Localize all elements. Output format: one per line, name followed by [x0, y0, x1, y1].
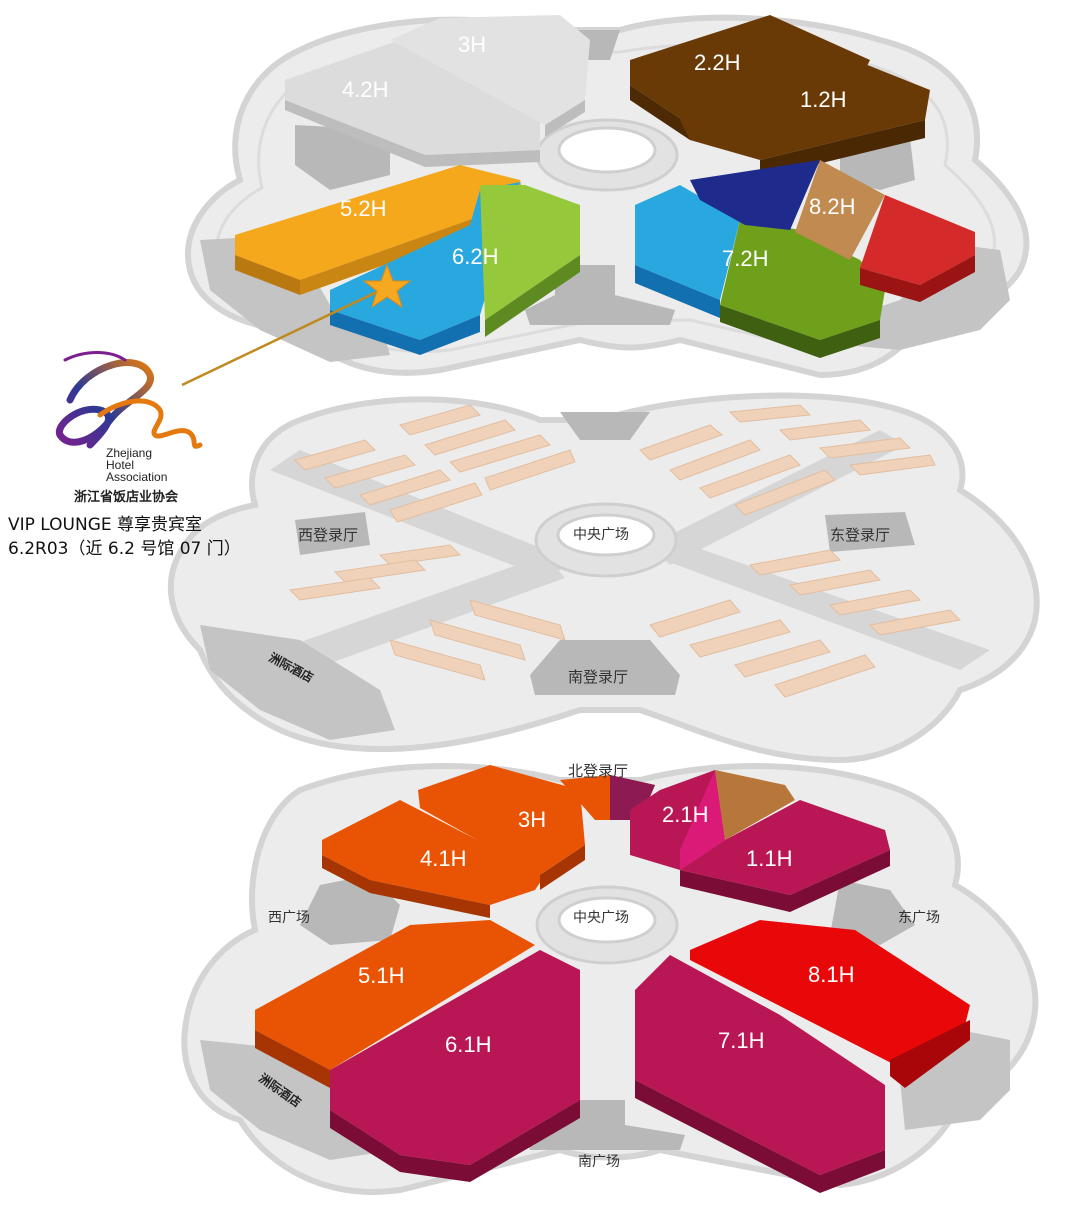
zhejiang-hotel-association-logo: Zhejiang Hotel Association 浙江省饭店业协会	[55, 351, 203, 505]
booth-rows	[288, 404, 962, 698]
hall-2.2H[interactable]	[630, 15, 870, 125]
hall-label: 5.2H	[340, 196, 386, 221]
lower-hall-labels: 3H 4.1H 2.1H 1.1H 5.1H 6.1H 7.1H 8.1H	[358, 802, 854, 1057]
hall-5.1H[interactable]	[255, 920, 535, 1070]
hall-label: 7.1H	[718, 1028, 764, 1053]
hall-label: 5.1H	[358, 963, 404, 988]
vip-lounge-info: VIP LOUNGE 尊享贵宾室 6.2R03（近 6.2 号馆 07 门）	[8, 513, 241, 561]
hall-label: 8.2H	[809, 194, 855, 219]
logo-en-line2: Hotel	[106, 458, 134, 472]
west-plaza-label: 西广场	[268, 910, 310, 926]
hall-label: 4.1H	[420, 846, 466, 871]
hall-7.2H[interactable]	[635, 185, 740, 300]
upper-floor	[181, 14, 1030, 387]
vip-lounge-location: 6.2R03（近 6.2 号馆 07 门）	[8, 539, 241, 559]
hall-5.2H[interactable]	[235, 165, 525, 280]
hall-8.2H[interactable]	[795, 160, 885, 260]
hall-label: 8.1H	[808, 962, 854, 987]
upper-hall-labels: 3H 4.2H 2.2H 1.2H 5.2H 6.2H 7.2H 8.2H	[340, 32, 855, 271]
vip-lounge-title: VIP LOUNGE 尊享贵宾室	[8, 515, 203, 535]
hall-1.1H[interactable]	[680, 800, 890, 895]
vip-lounge-star-icon[interactable]	[362, 263, 412, 309]
hall-3H-upper[interactable]	[390, 15, 590, 125]
middle-labels: 西登录厅 东登录厅 中央广场 南登录厅 洲际酒店	[267, 526, 890, 686]
hall-4.2H[interactable]	[285, 40, 540, 155]
hall-3H-lower[interactable]	[418, 765, 585, 875]
middle-floor	[167, 392, 1040, 764]
hall-label: 7.2H	[722, 246, 768, 271]
hall-label: 3H	[518, 807, 546, 832]
hall-label: 6.1H	[445, 1032, 491, 1057]
hall-label: 2.1H	[662, 802, 708, 827]
south-registration-hall[interactable]	[530, 640, 680, 695]
hall-6.1H[interactable]	[330, 950, 580, 1165]
logo-en-line1: Zhejiang	[106, 446, 152, 460]
central-plaza-label: 中央广场	[573, 527, 629, 543]
hall-label: 4.2H	[342, 77, 388, 102]
hall-4.1H[interactable]	[322, 800, 545, 905]
hall-label: 1.1H	[746, 846, 792, 871]
east-registration-hall[interactable]	[825, 512, 915, 552]
hall-label: 1.2H	[800, 87, 846, 112]
south-registration-label: 南登录厅	[568, 668, 628, 686]
lower-floor	[181, 763, 1039, 1195]
logo-en-line3: Association	[106, 470, 167, 484]
west-registration-hall[interactable]	[295, 512, 370, 555]
hall-label: 3H	[458, 32, 486, 57]
central-plaza-label: 中央广场	[573, 910, 629, 926]
east-registration-label: 东登录厅	[830, 526, 890, 544]
hall-label: 2.2H	[694, 50, 740, 75]
east-plaza-label: 东广场	[898, 910, 940, 926]
north-registration-label: 北登录厅	[568, 762, 628, 780]
logo-cn-name: 浙江省饭店业协会	[74, 489, 179, 505]
west-registration-label: 西登录厅	[298, 526, 358, 544]
hall-8.2H-navy[interactable]	[690, 160, 820, 230]
hall-8.1H[interactable]	[690, 920, 970, 1070]
hall-label: 6.2H	[452, 244, 498, 269]
south-plaza-label: 南广场	[578, 1154, 620, 1170]
hall-1.2H[interactable]	[680, 62, 930, 160]
hall-7.1H[interactable]	[635, 955, 885, 1175]
